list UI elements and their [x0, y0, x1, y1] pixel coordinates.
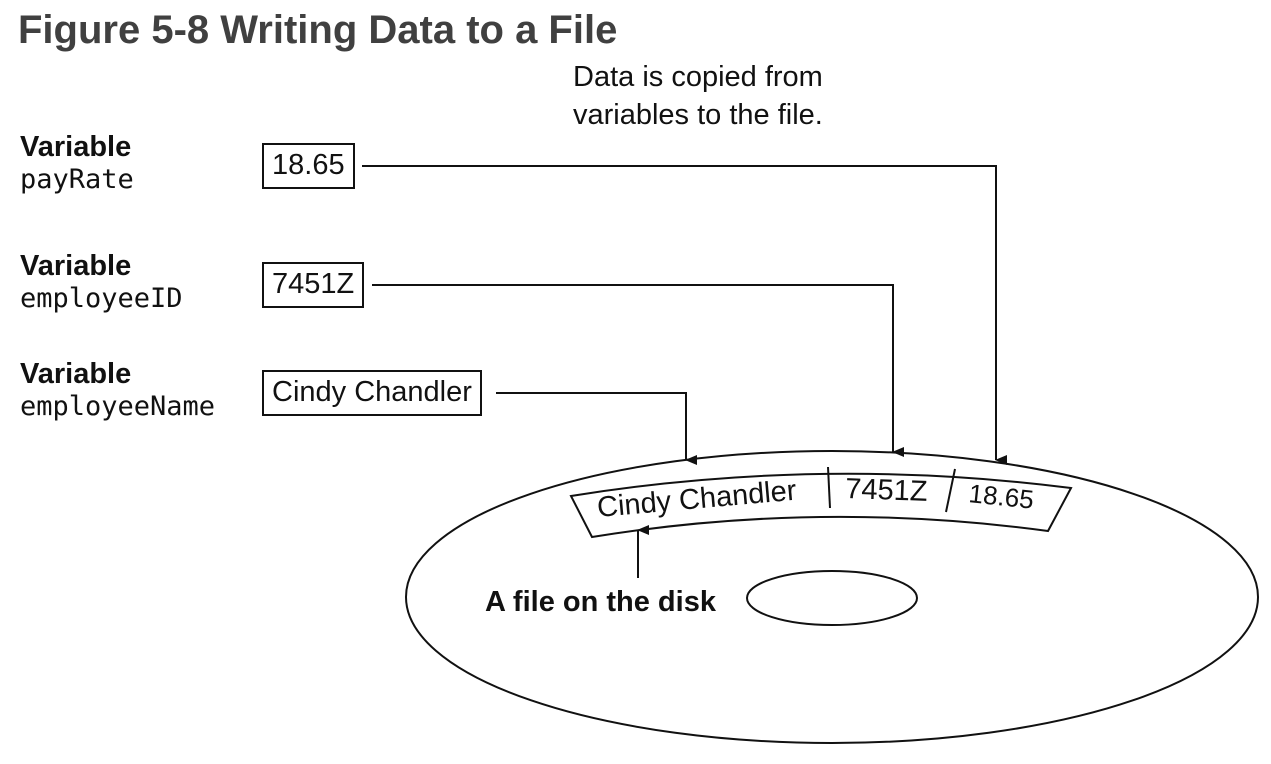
disk-hole — [746, 570, 918, 626]
record-divider — [945, 468, 956, 513]
file-record-band — [569, 472, 1073, 539]
variable-label-employeename: Variable employeeName — [20, 359, 215, 425]
variable-label-employeeid: Variable employeeID — [20, 251, 183, 317]
variable-name: employeeName — [20, 391, 216, 422]
record-divider — [827, 466, 831, 509]
copy-caption: Data is copied from variables to the fil… — [573, 58, 823, 134]
variable-value-box-employeename: Cindy Chandler — [262, 370, 482, 416]
variable-kind: Variable — [20, 250, 132, 282]
disk-file-label: A file on the disk — [485, 586, 717, 618]
caption-line-2: variables to the file. — [573, 99, 823, 131]
variable-name: employeeID — [20, 283, 183, 314]
variable-name: payRate — [20, 164, 134, 195]
variable-label-payrate: Variable payRate — [20, 132, 134, 198]
arrow-employeeid-to-file — [372, 284, 904, 457]
variable-kind: Variable — [20, 131, 132, 163]
caption-line-1: Data is copied from — [573, 61, 823, 93]
variable-kind: Variable — [20, 358, 132, 390]
figure-title: Figure 5-8 Writing Data to a File — [18, 8, 618, 52]
arrow-employeename-to-file — [496, 392, 697, 465]
variable-value-box-employeeid: 7451Z — [262, 262, 365, 308]
record-field-payrate: 18.65 — [967, 478, 1035, 515]
record-field-id: 7451Z — [845, 473, 928, 508]
arrow-payrate-to-file — [362, 165, 1007, 465]
variable-value-box-payrate: 18.65 — [262, 143, 355, 189]
